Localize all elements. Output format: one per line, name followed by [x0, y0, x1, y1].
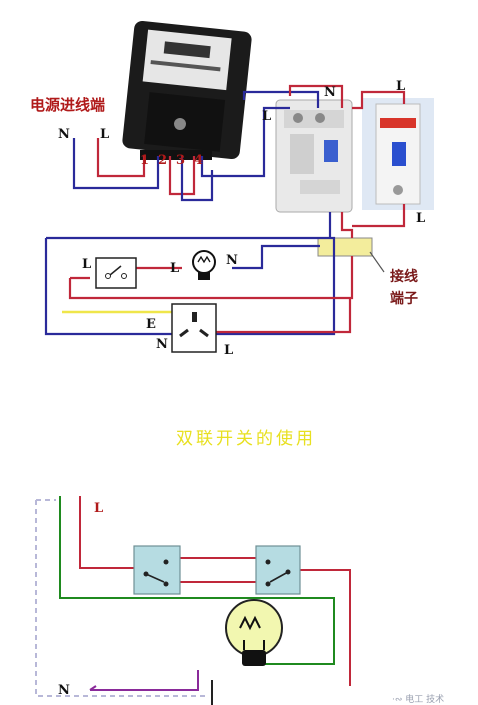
socket-e-label: E [146, 317, 156, 332]
socket-l-label: L [224, 343, 234, 358]
junction-terminal [317, 237, 373, 257]
single-switch [95, 257, 137, 289]
mcb-l-bottom-label: L [416, 211, 426, 226]
lamp-n-label: N [226, 253, 238, 268]
light-bulb-icon [225, 599, 283, 666]
junction-label-line2: 端子 [390, 291, 418, 307]
two-way-switch-2 [255, 545, 301, 595]
junction-pointer [369, 251, 385, 273]
lamp-l-label: L [170, 261, 180, 276]
light-bulb-icon [192, 250, 216, 280]
meter-terminal-1: 1 [140, 153, 150, 168]
power-input-label: 电源进线端 [30, 96, 106, 114]
meter-terminal-2: 2 [158, 153, 168, 168]
power-socket [171, 303, 217, 353]
bottom-l-label: L [94, 501, 104, 516]
input-n-label: N [58, 127, 70, 142]
bottom-n-label: N [58, 683, 70, 698]
socket-n-label: N [156, 337, 168, 352]
caption-two-way-switch: 双联开关的使用 [176, 429, 316, 449]
two-way-switch-1 [133, 545, 181, 595]
mcb-l-top-label: L [396, 79, 406, 94]
top-wiring [44, 84, 406, 336]
meter-terminal-3: 3 [176, 153, 186, 168]
residual-current-breaker [275, 99, 353, 213]
junction-label-line1: 接线 [390, 269, 418, 285]
breaker-n-label: N [324, 85, 336, 100]
watermark: ·∾ 电工 技术 [392, 695, 445, 705]
bottom-wiring [35, 496, 351, 705]
breaker-l-label: L [262, 109, 272, 124]
switch-l-label: L [82, 257, 92, 272]
meter-terminal-4: 4 [194, 153, 204, 168]
miniature-circuit-breaker [362, 98, 434, 210]
input-l-label: L [100, 127, 110, 142]
electric-meter [122, 20, 252, 160]
